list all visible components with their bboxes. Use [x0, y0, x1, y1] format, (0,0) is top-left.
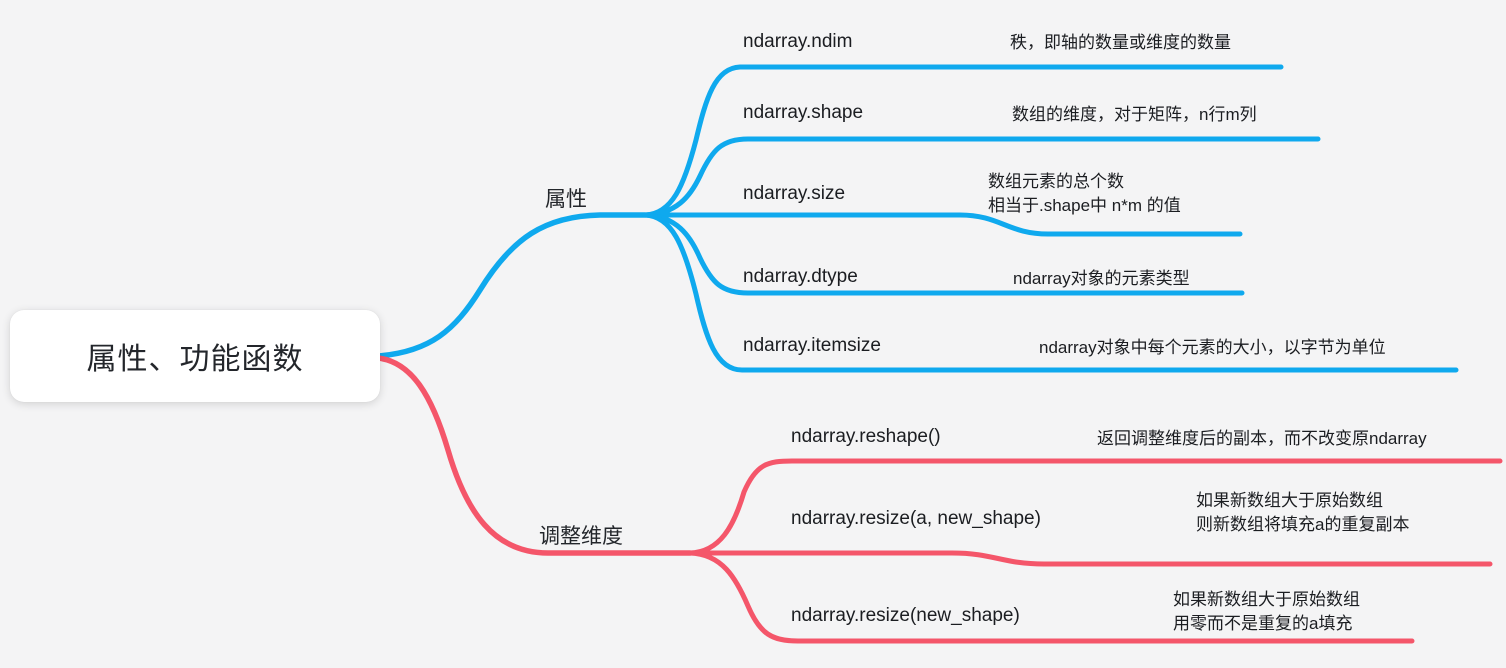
- root-node-label: 属性、功能函数: [86, 343, 304, 376]
- topic-desc-reshape-fn: 返回调整维度后的副本，而不改变原ndarray: [1097, 429, 1427, 448]
- root-node[interactable]: 属性、功能函数: [10, 310, 380, 402]
- branch-trunk-reshape: [375, 355, 693, 556]
- topic-desc-resize-new-shape: 如果新数组大于原始数组 用零而不是重复的a填充: [1173, 590, 1360, 634]
- topic-title-dtype[interactable]: ndarray.dtype: [743, 266, 858, 287]
- branch-label-reshape[interactable]: 调整维度: [539, 525, 623, 548]
- topic-title-resize-a[interactable]: ndarray.resize(a, new_shape): [791, 508, 1041, 529]
- connector-ndim: [642, 64, 1284, 218]
- topic-desc-dtype: ndarray对象的元素类型: [1013, 269, 1190, 288]
- branch-label-attributes[interactable]: 属性: [545, 188, 587, 211]
- topic-desc-size: 数组元素的总个数 相当于.shape中 n*m 的值: [988, 172, 1181, 216]
- topic-desc-shape: 数组的维度，对于矩阵，n行m列: [1012, 105, 1257, 124]
- topic-desc-ndim: 秩，即轴的数量或维度的数量: [1010, 33, 1231, 52]
- topic-title-reshape-fn[interactable]: ndarray.reshape(): [791, 426, 941, 447]
- topic-title-resize-new-shape[interactable]: ndarray.resize(new_shape): [791, 605, 1020, 626]
- topic-title-shape[interactable]: ndarray.shape: [743, 102, 864, 123]
- topic-title-ndim[interactable]: ndarray.ndim: [743, 31, 853, 52]
- topic-desc-resize-a: 如果新数组大于原始数组 则新数组将填充a的重复副本: [1196, 491, 1410, 535]
- topic-title-itemsize[interactable]: ndarray.itemsize: [743, 335, 881, 356]
- topic-title-size[interactable]: ndarray.size: [743, 183, 846, 204]
- connector-resize-a: [687, 550, 1493, 567]
- branch-trunk-attributes: [375, 212, 648, 359]
- topic-desc-itemsize: ndarray对象中每个元素的大小，以字节为单位: [1039, 338, 1386, 357]
